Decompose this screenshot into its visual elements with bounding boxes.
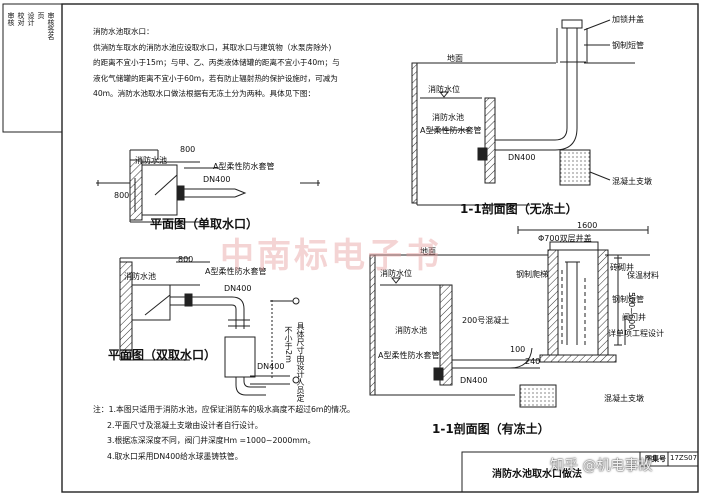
sidebar-cell-1: 审核 xyxy=(7,12,15,26)
plan-double-pool-label: 消防水池 xyxy=(124,272,156,281)
section-frost xyxy=(369,226,650,408)
plan-double-spacing-note-2: 不小于2m xyxy=(284,326,293,363)
section-f-cover: Φ700双层井盖 xyxy=(538,234,592,243)
section-no-frost xyxy=(411,19,635,206)
note-4: 4.取水口采用DN400给水球墨铸铁管。 xyxy=(107,451,243,461)
credit-watermark: 知乎 @机电事故 xyxy=(550,458,653,474)
plan-double xyxy=(119,257,300,396)
section-f-insulation: 保温材料 xyxy=(627,271,659,280)
section-f-water-level: 消防水位 xyxy=(380,269,412,278)
sidebar-cell-4: 页 xyxy=(37,12,45,19)
titleblock-set-value: 17ZS07 xyxy=(670,454,698,462)
section-f-sleeve: A型柔性防水套管 xyxy=(378,351,440,360)
section-f-pool: 消防水池 xyxy=(395,326,427,335)
titleblock-set-label: 图集号 xyxy=(645,455,666,463)
section-f-concrete-200: 200号混凝土 xyxy=(462,316,510,325)
section-f-brick-well: 砖砌井 xyxy=(610,263,634,272)
sidebar-cell-5: 审核签名 xyxy=(47,12,55,40)
section-f-dim-500: 500~600 xyxy=(627,292,636,330)
plan-double-sleeve-label: A型柔性防水套管 xyxy=(205,267,267,276)
plan-single-caption: 平面图（单取水口） xyxy=(150,217,259,231)
section-nf-well-cover: 加锁井盖 xyxy=(612,15,644,24)
sidebar-cell-3: 设计 xyxy=(27,12,35,26)
titleblock-grid xyxy=(461,451,699,493)
section-f-concrete: 混凝土支墩 xyxy=(604,394,644,403)
sidebar-title-strip: 审核 校对 设计 页 审核签名 xyxy=(3,6,61,131)
section-f-valve-well: 阀门井 xyxy=(622,313,646,322)
intro-line-3: 液化气储罐的距离不宜小于60m，若有防止辐射热的保护设施时，可减为 xyxy=(93,73,338,83)
notes-block: 注：1.本图只适用于消防水池，应保证消防车的吸水高度不超过6m的情况。 2.平面… xyxy=(93,402,355,464)
section-nf-water-level: 消防水位 xyxy=(428,85,460,94)
plan-single-sleeve-label: A型柔性防水套管 xyxy=(213,162,275,171)
watermark-text: 中南标电子书 xyxy=(220,236,442,276)
note-2: 2.平面尺寸及混凝土支墩由设计者自行设计。 xyxy=(107,420,263,430)
section-f-dim-100: 100 xyxy=(510,345,526,354)
section-nf-steel-pipe: 钢制短管 xyxy=(612,41,644,50)
section-f-steel-pipe: 钢制短管 xyxy=(612,295,644,304)
plan-single-dim-800-side: 800 xyxy=(114,191,130,200)
section-nf-caption: 1-1剖面图（无冻土） xyxy=(460,202,578,216)
titleblock: 消防水池取水口做法 图集号 17ZS07 xyxy=(462,452,697,490)
plan-single-pipe-label: DN400 xyxy=(203,175,231,184)
section-f-caption: 1-1剖面图（有冻土） xyxy=(432,422,550,436)
titleblock-title: 消防水池取水口做法 xyxy=(492,469,582,480)
note-3: 3.根据冻深深度不同，阀门井深度Hm =1000~2000mm。 xyxy=(107,436,316,445)
section-nf-pipe: DN400 xyxy=(508,153,536,162)
section-f-frost-depth: 详单项工程设计 xyxy=(608,329,664,338)
plan-single xyxy=(96,149,320,223)
plan-single-dim-800-top: 800 xyxy=(180,145,196,154)
section-f-dim-1600: 1600 xyxy=(577,221,598,230)
intro-heading: 消防水池取水口： xyxy=(93,27,154,36)
plan-single-pool-label: 消防水池 xyxy=(135,156,167,165)
sidebar-cell-2: 校对 xyxy=(17,12,25,26)
section-nf-sleeve: A型柔性防水套管 xyxy=(420,126,482,135)
plan-double-dim-800: 800 xyxy=(178,255,194,264)
plan-double-spacing-note-1: 具体尺寸由设计人员定 xyxy=(296,322,305,402)
section-f-ground: 地面 xyxy=(420,247,436,256)
plan-double-caption: 平面图（双取水口） xyxy=(108,348,217,362)
note-1: 注：1.本图只适用于消防水池，应保证消防车的吸水高度不超过6m的情况。 xyxy=(93,405,355,414)
intro-line-1: 供消防车取水的消防水池应设取水口，其取水口与建筑物（水泵房除外) xyxy=(93,42,332,52)
section-f-pipe: DN400 xyxy=(460,376,488,385)
intro-line-2: 的距离不宜小于15m；与甲、乙、丙类液体储罐的距离不宜小于40m；与 xyxy=(93,58,340,67)
section-nf-pool: 消防水池 xyxy=(432,113,464,122)
section-nf-concrete: 混凝土支墩 xyxy=(612,177,652,186)
intro-text: 消防水池取水口： 供消防车取水的消防水池应设取水口，其取水口与建筑物（水泵房除外… xyxy=(93,24,340,102)
section-f-ladder: 钢制爬梯 xyxy=(516,270,548,279)
plan-double-pipe-bottom: DN400 xyxy=(257,362,285,371)
plan-double-pipe-top: DN400 xyxy=(224,284,252,293)
section-f-dim-240: 240 xyxy=(525,357,541,366)
section-nf-ground: 地面 xyxy=(447,54,463,63)
intro-line-4: 40m。消防水池取水口做法根据有无冻土分为两种。具体见下图： xyxy=(93,89,316,98)
